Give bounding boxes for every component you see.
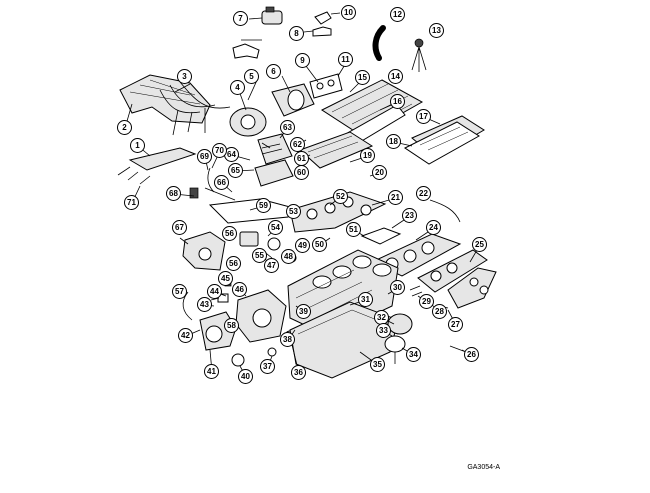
callout-6: 6 [266, 64, 281, 79]
callout-53: 53 [286, 204, 301, 219]
callout-60: 60 [294, 165, 309, 180]
callout-63: 63 [280, 120, 295, 135]
callout-23: 23 [402, 208, 417, 223]
callout-11: 11 [338, 52, 353, 67]
callout-71: 71 [124, 195, 139, 210]
callout-30: 30 [390, 280, 405, 295]
callout-39: 39 [296, 304, 311, 319]
callout-66: 66 [214, 175, 229, 190]
callout-5: 5 [244, 69, 259, 84]
callout-22: 22 [416, 186, 431, 201]
callout-45: 45 [218, 271, 233, 286]
part-timing-cover [235, 289, 287, 343]
callout-3: 3 [177, 69, 192, 84]
callout-1: 1 [130, 138, 145, 153]
callout-67: 67 [172, 220, 187, 235]
callout-65: 65 [228, 163, 243, 178]
callout-19: 19 [360, 148, 375, 163]
part-gasket-59 [208, 198, 291, 224]
part-bracket-13 [411, 38, 427, 72]
part-coil-pack [254, 133, 294, 187]
callout-17: 17 [416, 109, 431, 124]
part-thermostat-housing [248, 6, 283, 25]
callout-36: 36 [291, 365, 306, 380]
callout-50: 50 [312, 237, 327, 252]
callout-48: 48 [281, 249, 296, 264]
part-front-cover [182, 231, 226, 271]
callout-47: 47 [264, 258, 279, 273]
callout-35: 35 [370, 357, 385, 372]
part-exhaust-manifold [447, 267, 497, 309]
callout-33: 33 [376, 323, 391, 338]
part-valley-gasket [360, 227, 402, 245]
part-upper-hose [372, 25, 386, 61]
callout-41: 41 [204, 364, 219, 379]
callout-18: 18 [386, 134, 401, 149]
part-seal-40 [231, 353, 245, 367]
part-gasket-9 [309, 73, 343, 99]
part-timing-parts [239, 231, 281, 259]
part-sensor-bracket [303, 11, 341, 37]
callout-70: 70 [212, 143, 227, 158]
callout-29: 29 [419, 294, 434, 309]
callout-16: 16 [390, 94, 405, 109]
callout-2: 2 [117, 120, 132, 135]
callout-44: 44 [207, 284, 222, 299]
callout-25: 25 [472, 237, 487, 252]
part-cylinder-head-left [370, 233, 488, 293]
callout-54: 54 [268, 220, 283, 235]
callout-27: 27 [448, 317, 463, 332]
callout-61: 61 [294, 151, 309, 166]
callout-56a: 56 [222, 226, 237, 241]
part-washer-37 [267, 347, 277, 357]
callout-21: 21 [388, 190, 403, 205]
callout-28: 28 [432, 304, 447, 319]
callout-14: 14 [388, 69, 403, 84]
callout-52: 52 [333, 189, 348, 204]
callout-43: 43 [197, 297, 212, 312]
callout-37: 37 [260, 359, 275, 374]
callout-69: 69 [197, 149, 212, 164]
part-intake-elbow [271, 83, 315, 117]
callout-15: 15 [355, 70, 370, 85]
part-cylinder-head-right [289, 191, 387, 233]
callout-55: 55 [252, 248, 267, 263]
callout-26: 26 [464, 347, 479, 362]
part-lower-intake [299, 131, 374, 169]
callout-10: 10 [341, 5, 356, 20]
callout-56b: 56 [226, 256, 241, 271]
callout-58: 58 [224, 318, 239, 333]
part-upper-intake-manifold [119, 74, 231, 136]
callout-38: 38 [280, 332, 295, 347]
callout-51: 51 [346, 222, 361, 237]
callout-68: 68 [166, 186, 181, 201]
part-throttle-body [229, 107, 267, 137]
part-valve-cover [404, 115, 485, 165]
part-bracket-5 [232, 43, 260, 59]
callout-40: 40 [238, 369, 253, 384]
callout-7: 7 [233, 11, 248, 26]
callout-62: 62 [290, 137, 305, 152]
callout-31: 31 [358, 292, 373, 307]
callout-59: 59 [256, 198, 271, 213]
callout-20: 20 [372, 165, 387, 180]
callout-34: 34 [406, 347, 421, 362]
callout-4: 4 [230, 80, 245, 95]
callout-42: 42 [178, 328, 193, 343]
callout-24: 24 [426, 220, 441, 235]
part-dipstick-tube [429, 199, 461, 223]
callout-8: 8 [289, 26, 304, 41]
figure-reference-code: GA3054-A [467, 464, 500, 471]
callout-57: 57 [172, 284, 187, 299]
callout-49: 49 [295, 238, 310, 253]
callout-9: 9 [295, 53, 310, 68]
callout-12: 12 [390, 7, 405, 22]
callout-46: 46 [232, 282, 247, 297]
callout-13: 13 [429, 23, 444, 38]
part-fuel-rail [117, 147, 197, 185]
part-oil-fill-tube [189, 167, 236, 201]
